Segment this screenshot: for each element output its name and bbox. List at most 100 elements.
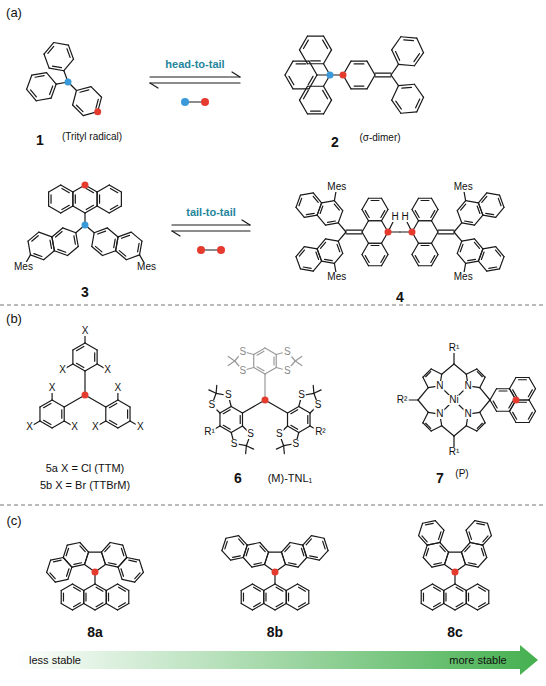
bond-line xyxy=(483,247,496,249)
bond-line xyxy=(500,257,504,269)
bond-line xyxy=(334,204,339,210)
bond-line xyxy=(52,66,61,68)
bond-line xyxy=(269,552,282,553)
radical-dot xyxy=(92,569,99,576)
bond-line xyxy=(68,45,73,59)
bond-line xyxy=(58,249,66,252)
bond-line xyxy=(423,423,431,431)
bond-line xyxy=(309,413,310,426)
bond-line xyxy=(303,267,311,268)
bond-line xyxy=(118,400,130,407)
bond-line xyxy=(477,369,485,377)
bond-line xyxy=(48,192,49,206)
bond-line xyxy=(122,579,135,582)
bond-line xyxy=(319,551,328,561)
bond-line xyxy=(121,235,129,238)
bond-line xyxy=(308,113,324,114)
bond-line xyxy=(308,35,324,36)
bond-line xyxy=(465,221,473,222)
bond-line xyxy=(432,604,443,611)
bond-line xyxy=(466,201,479,203)
bond-line xyxy=(334,253,342,263)
compound-number: 4 xyxy=(396,290,404,304)
bond-line xyxy=(306,539,311,545)
atom-label: X xyxy=(103,365,112,375)
bond-line xyxy=(369,243,382,244)
bond-line xyxy=(44,403,51,407)
bond-line xyxy=(95,584,106,591)
compound-name: 5a X = Cl (TTM) xyxy=(46,463,125,474)
bond-line xyxy=(49,206,61,213)
bond-line xyxy=(34,254,42,257)
bond-line xyxy=(64,395,85,407)
bond-line xyxy=(77,105,83,111)
bond-line xyxy=(260,542,269,552)
atom-label: X xyxy=(58,365,67,375)
bond-line xyxy=(83,591,84,604)
bond-line xyxy=(121,548,123,555)
bond-line xyxy=(254,348,265,355)
bond-line xyxy=(27,75,32,89)
bond-line xyxy=(220,426,231,433)
bond-line xyxy=(497,411,510,412)
bond-line xyxy=(296,257,300,269)
bond-line xyxy=(423,593,424,601)
bond-line xyxy=(324,100,332,114)
bond-line xyxy=(225,541,227,548)
bond-line xyxy=(223,425,230,429)
bond-line xyxy=(465,546,470,552)
bond-line xyxy=(480,377,485,387)
bond-line xyxy=(412,255,419,266)
bond-line xyxy=(443,591,444,604)
bond-line xyxy=(483,536,492,546)
bond-line xyxy=(273,357,274,365)
bond-line xyxy=(300,269,313,271)
bond-line xyxy=(419,243,432,244)
bond-line xyxy=(119,251,126,256)
bond-line xyxy=(276,587,283,591)
bond-line xyxy=(509,377,516,388)
bond-line xyxy=(288,593,289,601)
bond-line xyxy=(417,97,424,112)
compound-number: 8a xyxy=(87,625,103,639)
compound-name: 5b X = Br (TTBrM) xyxy=(40,480,130,491)
bond-line xyxy=(128,591,129,604)
bond-line xyxy=(275,604,286,611)
bond-line xyxy=(110,188,117,192)
atom-label: Mes xyxy=(13,262,34,272)
bond-line xyxy=(105,407,106,421)
bond-line xyxy=(263,591,264,604)
bond-line xyxy=(317,249,321,261)
atom-label: Mes xyxy=(136,262,157,272)
bond-line xyxy=(478,261,486,271)
bond-line xyxy=(401,37,417,38)
bond-line xyxy=(257,367,264,371)
bond-line xyxy=(392,86,399,101)
bond-line xyxy=(64,59,74,70)
bond-line xyxy=(320,242,325,248)
bond-line xyxy=(118,584,129,591)
bond-line xyxy=(74,236,75,244)
bond-line xyxy=(61,604,72,611)
bond-line xyxy=(301,548,303,555)
bond-line xyxy=(296,247,304,257)
bond-line xyxy=(291,410,298,414)
bond-line xyxy=(528,412,532,419)
bond-line xyxy=(84,604,95,611)
bond-line xyxy=(101,542,110,552)
bond-line xyxy=(99,195,100,204)
bond-line xyxy=(110,542,123,545)
bond-line xyxy=(102,251,115,256)
bond-line xyxy=(500,195,504,207)
bond-line xyxy=(44,251,55,260)
bond-line xyxy=(528,390,532,397)
bond-line xyxy=(423,369,431,377)
bond-line xyxy=(275,584,286,591)
bond-line xyxy=(74,563,82,565)
bond-line xyxy=(431,369,441,374)
compound-number: 1 xyxy=(36,133,44,147)
panel-label: (c) xyxy=(6,514,21,527)
bond-line xyxy=(401,112,417,113)
radical-dot xyxy=(201,98,209,106)
bond-line xyxy=(101,552,105,564)
